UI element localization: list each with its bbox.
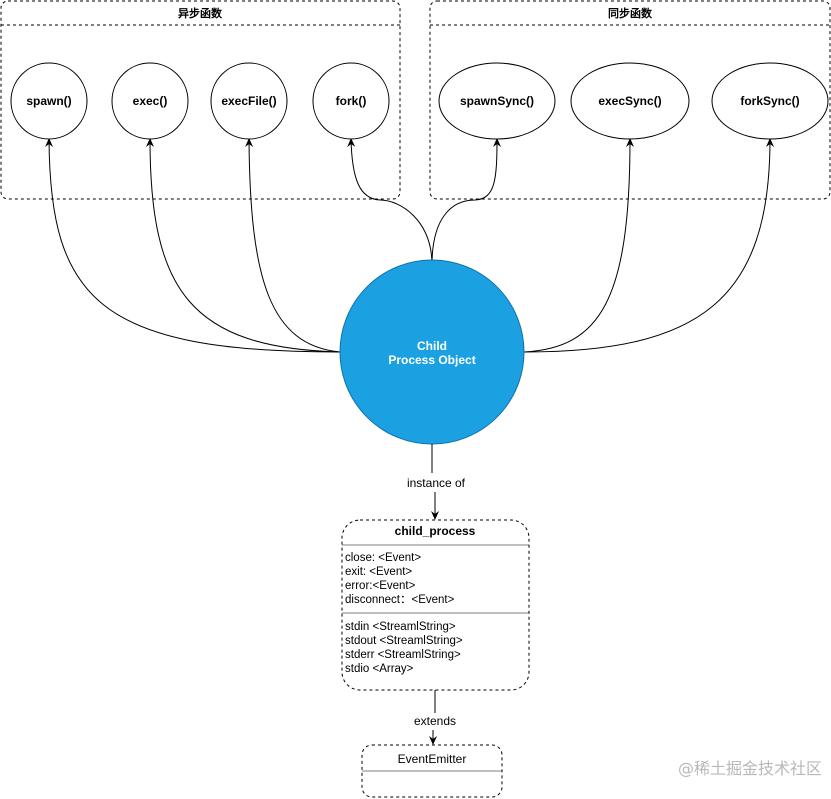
stream-stdout: stdout <StreamlString> [345,635,463,647]
svg-text:execFile(): execFile() [221,94,276,108]
child-process-class[interactable]: child_process close: <Event> exit: <Even… [341,519,530,691]
connectors [45,138,774,353]
node-exec[interactable]: exec() [111,62,189,140]
edge-to-forksync [523,138,774,353]
sync-group-box [429,0,831,200]
async-group-box [0,0,401,200]
async-group: 异步函数 [0,0,401,200]
extends-edge: extends [414,690,456,745]
node-spawn[interactable]: spawn() [10,62,88,140]
node-fork[interactable]: fork() [312,62,390,140]
event-error: error:<Event> [345,580,416,592]
async-group-title: 异步函数 [178,6,223,20]
instance-of-edge: instance of [407,444,466,520]
child-process-title: child_process [395,524,476,538]
edge-to-fork [347,138,433,266]
event-disconnect: disconnect：<Event> [345,594,455,606]
svg-text:execSync(): execSync() [598,94,661,108]
svg-text:spawn(): spawn() [26,94,71,108]
stream-stderr: stderr <StreamlString> [345,649,461,661]
stream-stdin: stdin <StreamlString> [345,621,456,633]
stream-stdio: stdio <Array> [345,663,414,675]
event-close: close: <Event> [345,552,421,564]
svg-text:fork(): fork() [336,94,367,108]
node-execfile[interactable]: execFile() [210,62,288,140]
extends-label: extends [414,714,456,728]
instance-of-label: instance of [407,476,466,490]
node-spawnsync[interactable]: spawnSync() [438,62,556,140]
event-exit: exit: <Event> [345,566,412,578]
center-label-line2: Process Object [388,353,475,367]
center-node[interactable]: Child Process Object [339,259,525,445]
edge-to-exec [146,138,341,353]
sync-group-title: 同步函数 [608,6,653,20]
svg-text:exec(): exec() [133,94,168,108]
watermark-text: @稀土掘金技术社区 [678,759,822,778]
edge-to-execfile [245,138,341,353]
sync-group: 同步函数 [429,0,831,200]
edge-to-execsync [523,138,634,353]
event-emitter-class[interactable]: EventEmitter [361,744,503,798]
node-execsync[interactable]: execSync() [570,62,690,140]
edge-to-spawn [45,138,341,353]
event-emitter-title: EventEmitter [398,752,467,766]
center-label-line1: Child [417,339,447,353]
svg-text:forkSync(): forkSync() [740,94,799,108]
svg-text:spawnSync(): spawnSync() [460,94,534,108]
edge-to-spawnsync [431,138,501,266]
node-forksync[interactable]: forkSync() [711,62,829,140]
